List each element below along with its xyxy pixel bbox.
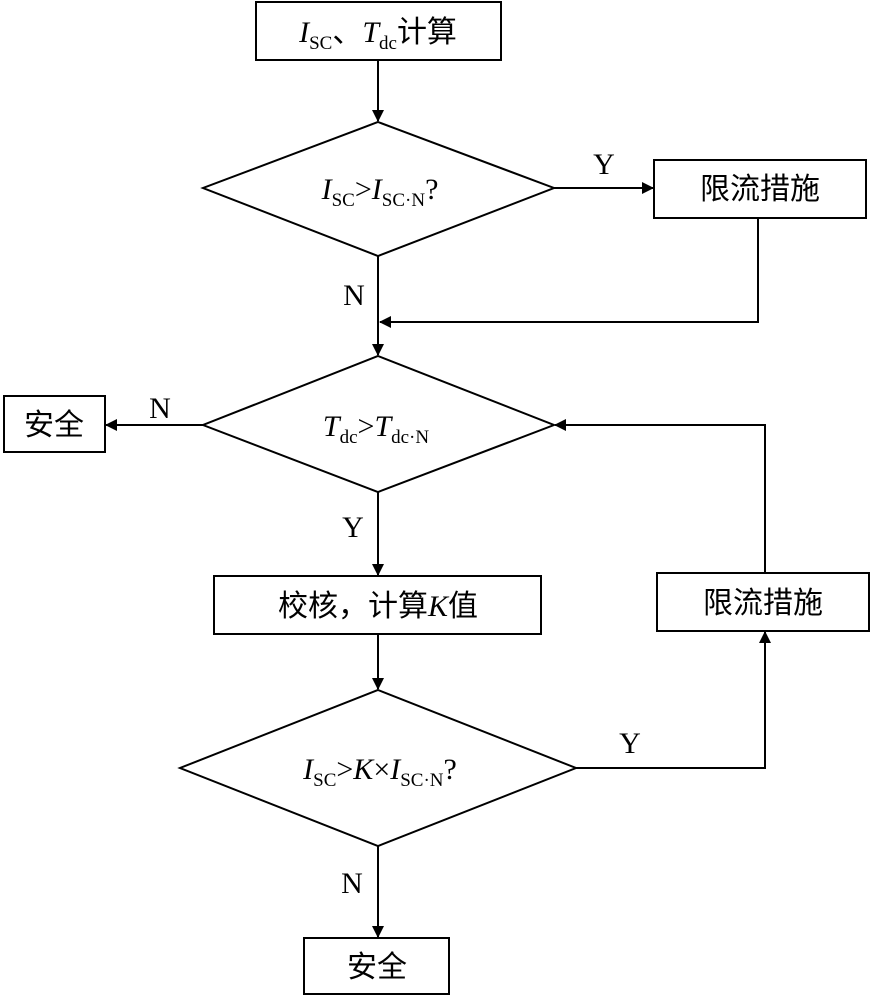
limit-box-2-label: 限流措施 <box>703 586 823 621</box>
safe-left-label: 安全 <box>24 408 84 443</box>
limit-box-2 <box>656 572 870 632</box>
safe-box-bottom <box>303 937 450 995</box>
edge-limit2-return <box>554 419 766 573</box>
edge-label-cond2-yes: Y <box>342 511 364 544</box>
edge-label-cond2-no: N <box>149 392 171 425</box>
edge-label-cond1-yes: Y <box>593 148 615 181</box>
start-label: ISC、Tdc计算 <box>298 15 457 54</box>
decision-3-label: ISC>K×ISC·N? <box>302 753 457 791</box>
edge-label-cond3-yes: Y <box>619 727 641 760</box>
decision-2-label: Tdc>Tdc·N <box>323 410 429 448</box>
safe-bottom-label: 安全 <box>347 950 407 985</box>
check-label: 校核，计算K值 <box>278 589 478 624</box>
edge-label-cond3-no: N <box>341 867 363 900</box>
check-box <box>213 575 542 635</box>
edge-limit1-return <box>379 218 759 328</box>
safe-box-left <box>3 395 106 453</box>
start-box <box>255 1 502 61</box>
edge-cond3-yes <box>576 631 771 769</box>
edge-label-cond1-no: N <box>343 279 365 312</box>
limit-box-1-label: 限流措施 <box>700 172 820 207</box>
decision-1-label: ISC>ISC·N? <box>321 173 439 211</box>
limit-box-1 <box>653 159 867 219</box>
